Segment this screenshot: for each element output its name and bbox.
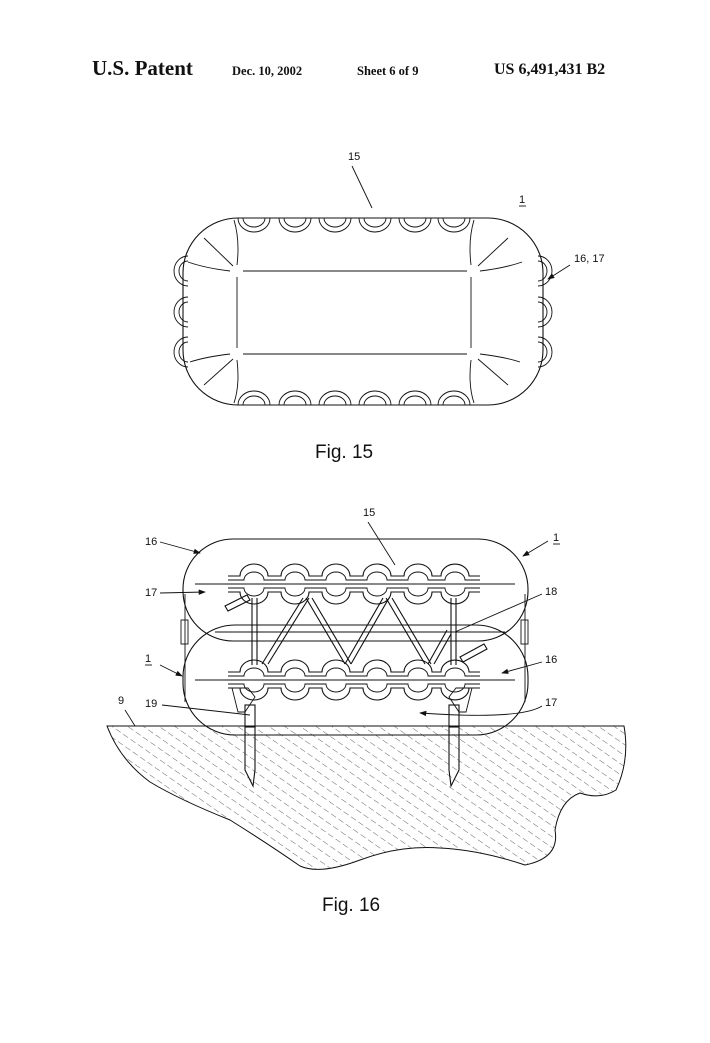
loop (537, 296, 553, 328)
figure-16: 15 16 17 1 18 1 16 19 17 9 Fig. 16 (106, 507, 627, 916)
loop (398, 217, 432, 233)
label-16-17: 16, 17 (574, 253, 605, 265)
label-17-upper: 17 (145, 587, 157, 599)
loops-bottom (237, 390, 471, 406)
wavy-loop-strip (228, 687, 480, 701)
loop (358, 390, 392, 406)
loop (173, 296, 189, 328)
figure-caption-16: Fig. 16 (322, 895, 380, 916)
loop (237, 390, 271, 406)
patent-header-title: U.S. Patent (92, 56, 193, 80)
loops-left (173, 255, 189, 368)
figure-15: 15 1 16, 17 Fig. 15 (173, 151, 605, 463)
label-16-lower: 16 (545, 654, 557, 666)
upper-pillow (182, 538, 529, 642)
label-9: 9 (118, 695, 124, 707)
loop (437, 390, 471, 406)
loop (173, 336, 189, 368)
loops-top (237, 217, 471, 233)
label-16-upper: 16 (145, 536, 157, 548)
stakes (231, 687, 473, 788)
sheet-number: Sheet 6 of 9 (357, 64, 419, 78)
label-17-lower: 17 (545, 697, 557, 709)
loop (537, 255, 553, 287)
figure-caption-15: Fig. 15 (315, 442, 373, 463)
wavy-loop-strip (228, 563, 480, 577)
loop (278, 390, 312, 406)
wavy-loop-strip (228, 659, 480, 673)
label-1: 1 (519, 194, 525, 206)
loop (318, 217, 352, 233)
wavy-loop-strip (228, 591, 480, 605)
label-18: 18 (545, 586, 557, 598)
cross-braces (224, 594, 488, 665)
ground-section (106, 725, 627, 870)
loop (318, 390, 352, 406)
patent-number: US 6,491,431 B2 (494, 61, 606, 78)
loop (398, 390, 432, 406)
label-19: 19 (145, 698, 157, 710)
loop (173, 255, 189, 287)
loops-right (537, 255, 553, 368)
loop (537, 336, 553, 368)
loop (437, 217, 471, 233)
label-1-upper: 1 (553, 532, 559, 544)
lower-pillow (182, 624, 529, 736)
mat-outline (182, 217, 544, 406)
label-15: 15 (348, 151, 360, 163)
loop (278, 217, 312, 233)
loop (358, 217, 392, 233)
loop (237, 217, 271, 233)
patent-date: Dec. 10, 2002 (232, 64, 303, 78)
loop-strips (228, 563, 480, 701)
label-15: 15 (363, 507, 375, 519)
label-1-lower: 1 (145, 653, 151, 665)
